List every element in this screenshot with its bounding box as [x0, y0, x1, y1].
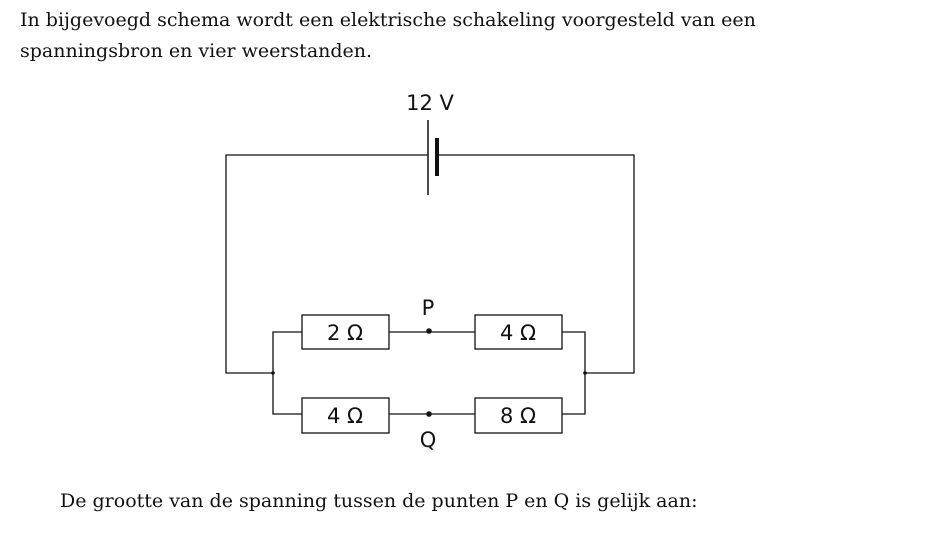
question-text: De grootte van de spanning tussen de pun…	[60, 490, 698, 512]
resistor-bottom-right-label: 8 Ω	[500, 404, 536, 428]
right-junction	[583, 371, 587, 375]
resistor-bottom-right	[474, 397, 563, 434]
point-q-label: Q	[420, 428, 437, 452]
wires	[225, 154, 635, 415]
point-p-dot	[426, 328, 432, 334]
resistor-bottom-left	[301, 397, 390, 434]
resistor-top-right-label: 4 Ω	[500, 321, 536, 345]
point-q-dot	[426, 411, 432, 417]
left-junction	[271, 371, 275, 375]
point-p-label: P	[422, 296, 435, 320]
resistor-top-left-label: 2 Ω	[327, 321, 363, 345]
intro-line-1: In bijgevoegd schema wordt een elektrisc…	[20, 9, 756, 31]
source-label: 12 V	[406, 91, 454, 115]
resistor-top-left	[301, 314, 390, 350]
resistor-top-right	[474, 314, 563, 350]
intro-line-2: spanningsbron en vier weerstanden.	[20, 40, 373, 62]
resistor-bottom-left-label: 4 Ω	[327, 404, 363, 428]
